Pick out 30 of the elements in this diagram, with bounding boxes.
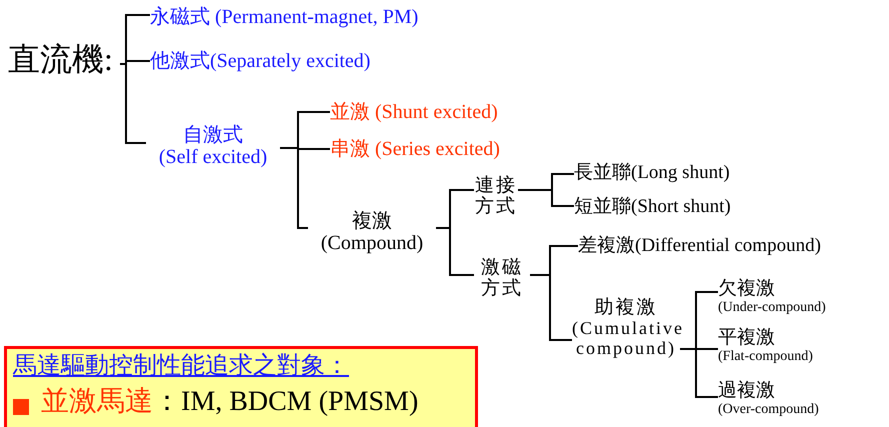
branch-gloss: (Self excited) [158, 146, 268, 168]
bracket-line [120, 63, 146, 144]
branch-gloss: (Compound) [320, 232, 424, 254]
branch-label: 串激 (Series excited) [330, 138, 500, 160]
branch-label: 助複激 [594, 298, 658, 319]
bracket-line [518, 189, 574, 207]
note-heading: 馬達驅動控制性能追求之對象： [13, 353, 350, 380]
branch-gloss: (Over-compound) [718, 402, 820, 418]
branch-label: 短並聯(Short shunt) [574, 197, 731, 218]
title-label: 直流機: [8, 42, 113, 78]
branch-gloss: (Flat-compound) [718, 348, 814, 364]
branch-label: 平複激 [718, 328, 776, 349]
bracket-line [530, 274, 572, 341]
branch-label: 欠複激 [718, 279, 776, 300]
bullet-text: ：IM, BDCM (PMSM) [153, 387, 418, 418]
branch-gloss: (Under-compound) [718, 300, 827, 316]
branch-label: 過複激 [718, 381, 776, 402]
bracket-line [436, 227, 474, 276]
branch-label: 差複激(Differential compound) [578, 236, 821, 257]
note-box [4, 346, 478, 427]
branch-label: 他激式(Separately excited) [150, 50, 370, 72]
branch-label: 連接方式 [474, 176, 518, 218]
branch-label: 長並聯(Long shunt) [574, 163, 730, 184]
branch-label: 永磁式 (Permanent-magnet, PM) [150, 6, 418, 28]
branch-label: 複激 [351, 210, 393, 232]
branch-label: 自激式 [182, 124, 244, 146]
branch-label: 激磁方式 [480, 258, 524, 300]
bullet-term: 並激馬達 [41, 387, 153, 418]
branch-label: 並激 (Shunt excited) [330, 101, 498, 123]
branch-gloss: (Cumulative compound) [572, 318, 680, 358]
